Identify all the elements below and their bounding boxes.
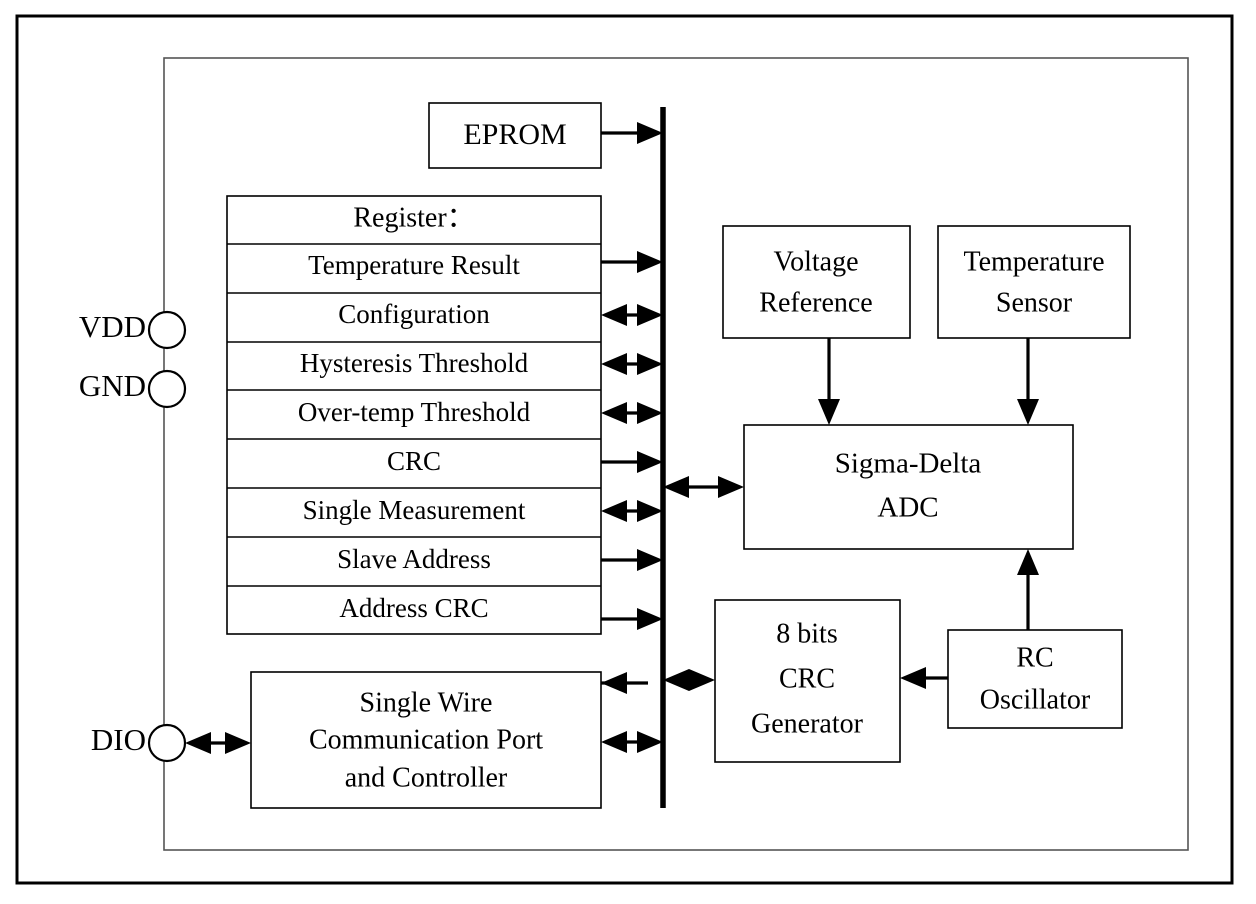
block-rc-oscillator-label-line1: RC: [1016, 642, 1053, 673]
connector-register-row-7: [601, 608, 663, 630]
block-single-wire-label-line2: Communication Port: [309, 724, 543, 755]
connector-register-row-6: [601, 549, 663, 571]
pin-dio-circle[interactable]: [147, 723, 187, 763]
pin-vdd[interactable]: VDD: [79, 309, 187, 350]
block-voltage-reference-label-line2: Reference: [759, 287, 872, 318]
block-adc-label-line1: Sigma-Delta: [835, 448, 982, 480]
register-row-label-3: Over-temp Threshold: [298, 397, 531, 427]
block-temperature-sensor-label-line2: Sensor: [996, 287, 1073, 318]
connector-singlewire-to-bus: [601, 731, 663, 753]
register-header-label: Register：: [353, 202, 474, 233]
pin-vdd-circle[interactable]: [147, 310, 187, 350]
connector-register-row-5: [601, 500, 663, 522]
register-row-label-7: Address CRC: [339, 593, 488, 623]
connector-register-row-1: [601, 304, 663, 326]
block-temperature-sensor-label-line1: Temperature: [963, 246, 1104, 277]
block-rc-oscillator[interactable]: RC Oscillator: [947, 629, 1123, 729]
register-row-label-0: Temperature Result: [308, 250, 520, 280]
register-row-label-6: Slave Address: [337, 544, 491, 574]
pin-gnd-circle[interactable]: [147, 369, 187, 409]
block-voltage-reference-label-line1: Voltage: [773, 246, 858, 277]
pin-dio-label: DIO: [91, 722, 146, 757]
block-eprom[interactable]: EPROM: [428, 102, 602, 169]
block-crc-generator-label-line2: CRC: [779, 663, 835, 694]
block-temperature-sensor[interactable]: Temperature Sensor: [937, 225, 1131, 339]
block-adc-label-line2: ADC: [877, 492, 938, 524]
outer-border: [15, 14, 1234, 885]
connector-rcosc-to-crc-generator: [900, 667, 948, 689]
connector-bus-to-crc-generator: [663, 669, 715, 691]
register-row-label-5: Single Measurement: [303, 495, 526, 525]
block-register[interactable]: Register： Temperature Result Configurati…: [226, 195, 602, 635]
connector-bus-to-adc: [663, 476, 744, 498]
pin-gnd[interactable]: GND: [79, 368, 187, 409]
pin-dio[interactable]: DIO: [91, 722, 187, 763]
block-rc-oscillator-label-line2: Oscillator: [980, 684, 1091, 715]
pin-gnd-label: GND: [79, 368, 146, 403]
chip-boundary: [163, 57, 1189, 851]
block-single-wire-label-line1: Single Wire: [360, 687, 493, 718]
connector-register-row-0: [601, 251, 663, 273]
connector-register-row-4: [601, 451, 663, 473]
register-row-label-4: CRC: [387, 446, 441, 476]
connector-register-row-2: [601, 353, 663, 375]
register-row-label-2: Hysteresis Threshold: [300, 348, 529, 378]
pin-vdd-label: VDD: [79, 309, 146, 344]
connector-dio-to-singlewire: [185, 732, 251, 754]
block-sigma-delta-adc[interactable]: Sigma-Delta ADC: [743, 424, 1074, 550]
block-crc-generator-label-line1: 8 bits: [776, 618, 837, 649]
connector-vref-to-adc: [818, 338, 840, 425]
block-crc-generator[interactable]: 8 bits CRC Generator: [714, 599, 901, 763]
block-eprom-label: EPROM: [463, 118, 566, 151]
connector-register-row-3: [601, 402, 663, 424]
block-single-wire-label-line3: and Controller: [345, 762, 508, 793]
block-voltage-reference[interactable]: Voltage Reference: [722, 225, 911, 339]
block-single-wire-port[interactable]: Single Wire Communication Port and Contr…: [250, 671, 602, 809]
register-row-label-1: Configuration: [338, 299, 490, 329]
connector-rcosc-to-adc: [1017, 549, 1039, 630]
connector-tempsensor-to-adc: [1017, 338, 1039, 425]
connector-eprom-to-bus: [601, 122, 663, 144]
block-crc-generator-label-line3: Generator: [751, 708, 864, 739]
connector-singlewire-to-bus-upper: [601, 672, 648, 694]
